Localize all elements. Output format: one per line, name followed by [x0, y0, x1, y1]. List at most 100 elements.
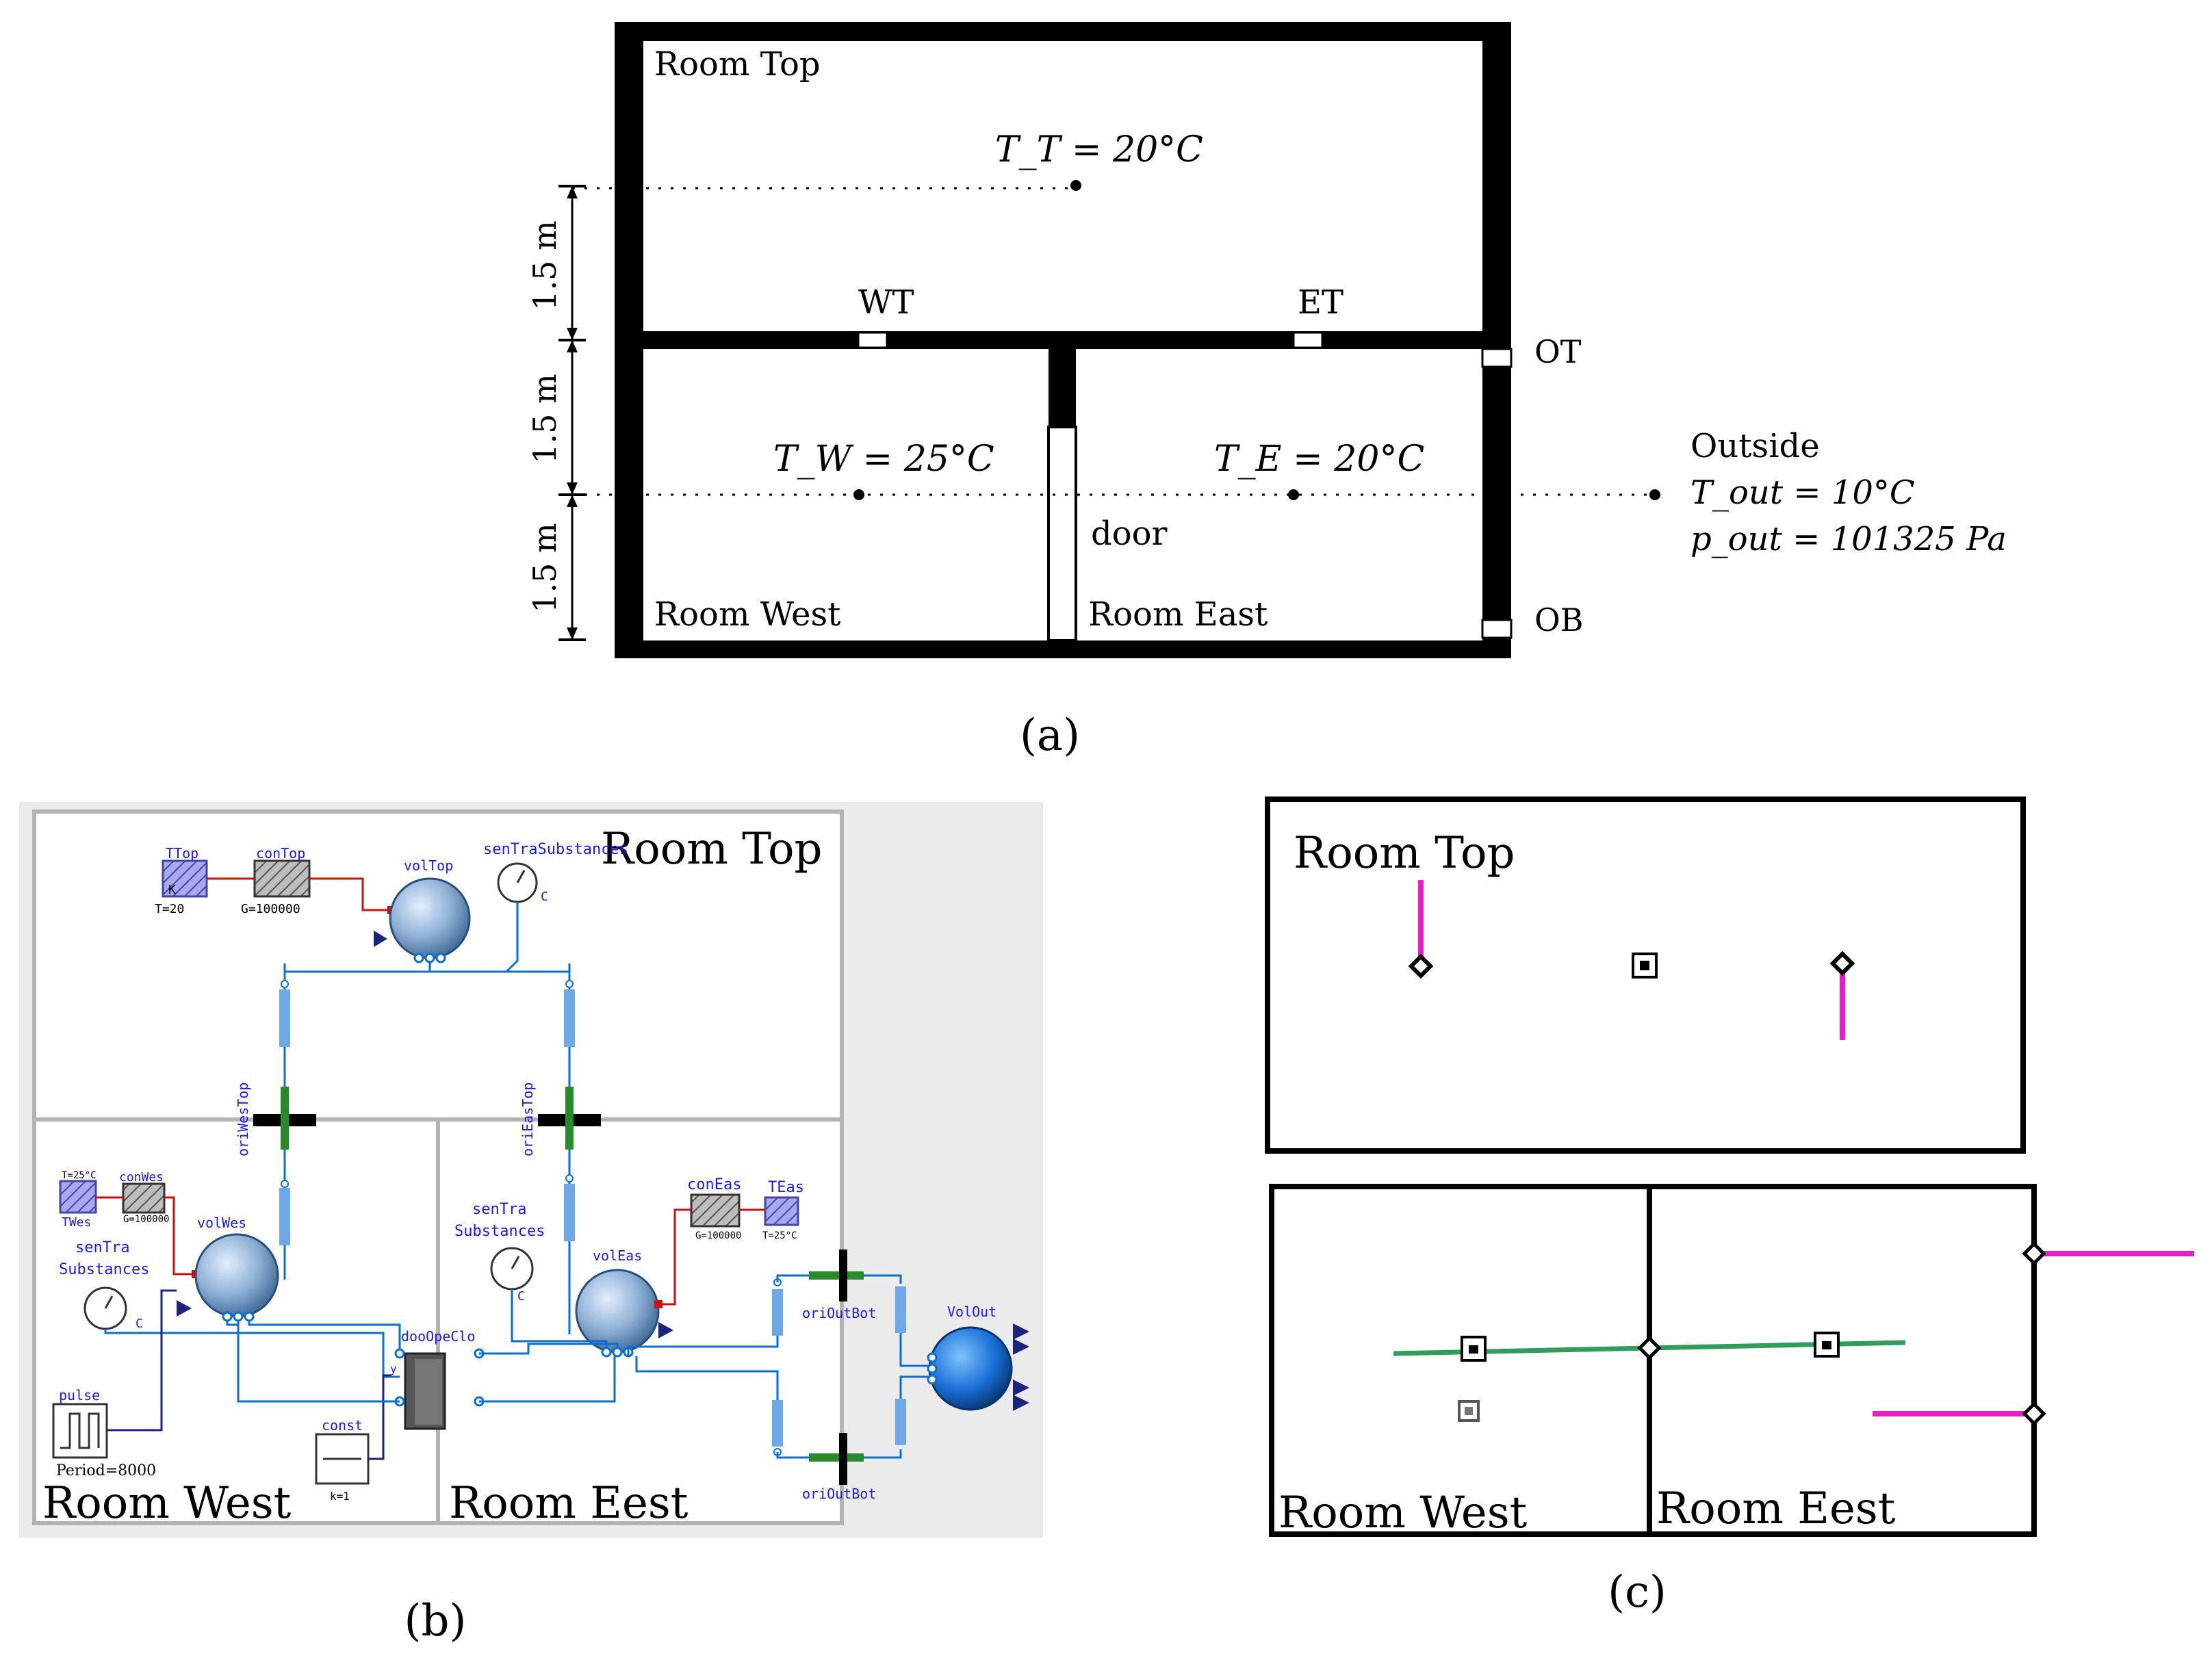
fluid-port	[435, 953, 446, 963]
signal-line	[368, 1374, 391, 1460]
panel-a: 1.5 m 1.5 m 1.5 m Room Top Room West Roo…	[526, 22, 2007, 761]
oriwestop-label: oriWesTop	[235, 1083, 251, 1156]
pipe	[283, 963, 571, 973]
door-label: dooOpeClo	[401, 1328, 475, 1345]
point-outside	[1649, 489, 1660, 500]
teas-source	[764, 1196, 799, 1226]
sentra-east-label-1: senTra	[472, 1201, 526, 1218]
orioutbot-bottom-label: oriOutBot	[802, 1486, 876, 1502]
triangle-icon	[374, 931, 387, 947]
label-ob: OB	[1534, 601, 1584, 638]
fluid-port	[565, 1174, 574, 1182]
fluid-port	[601, 1347, 612, 1358]
twes-source	[59, 1180, 97, 1214]
const-label: const	[322, 1417, 363, 1434]
c-probe-marker	[2022, 1401, 2046, 1426]
label-ot: OT	[1534, 333, 1582, 370]
pipe	[505, 902, 519, 973]
label-door: door	[1091, 515, 1168, 553]
fluid-port	[233, 1311, 244, 1322]
label-t-west: T_W = 25°C	[773, 439, 994, 480]
c-sensor-core	[1465, 1407, 1473, 1415]
fluid-port	[927, 1363, 938, 1374]
fluid-port	[281, 1180, 289, 1188]
label-room-east: Room East	[1088, 595, 1268, 634]
conwes-label: conWes	[119, 1170, 164, 1184]
c-lower-frame	[1269, 1184, 2037, 1537]
sentra-west-label-2: Substances	[59, 1261, 149, 1278]
pipe	[226, 1321, 238, 1326]
pipe	[899, 1375, 929, 1399]
heat-connection	[164, 1196, 196, 1275]
signal-line	[107, 1289, 177, 1432]
pipe-segment	[279, 1188, 290, 1245]
pipe	[104, 1321, 240, 1334]
voleas-label: volEas	[593, 1247, 642, 1264]
fluid-port	[927, 1352, 938, 1363]
voltop-volume	[389, 877, 471, 959]
fluid-port	[222, 1311, 233, 1322]
triangle-icon	[658, 1322, 673, 1338]
twes-label: TWes	[62, 1215, 91, 1230]
orifice-east-top-green	[565, 1087, 574, 1150]
pulse-label: pulse	[59, 1387, 100, 1403]
door-y-label: y	[390, 1362, 397, 1375]
opening-wt	[857, 331, 888, 349]
dim-label-mid: 1.5 m	[526, 374, 563, 463]
orioutbot-bottom-green	[809, 1453, 864, 1462]
pipe-segment	[279, 989, 290, 1047]
c-sensor-marker	[1461, 1336, 1487, 1362]
ttop-k: K	[168, 883, 176, 897]
pipe	[237, 1333, 400, 1403]
pipe-segment	[564, 989, 575, 1047]
arrow-icon	[567, 495, 578, 507]
triangle-icon	[1013, 1379, 1029, 1396]
b-label-room-west: Room West	[42, 1478, 292, 1529]
arrow-icon	[567, 340, 578, 352]
label-outside: Outside	[1690, 427, 1820, 465]
teas-param: T=25°C	[762, 1230, 797, 1241]
heat-port	[654, 1300, 663, 1308]
c-sensor-core	[1469, 1345, 1478, 1353]
opening-ot	[1481, 348, 1513, 368]
heat-connection	[663, 1208, 691, 1306]
wall-bottom	[615, 640, 1511, 658]
const-k: k=1	[330, 1490, 350, 1503]
c-sensor-core	[1640, 961, 1649, 970]
pipe-segment	[772, 1289, 783, 1336]
c-flow-line-west	[1393, 1345, 1650, 1356]
point-east	[1288, 489, 1299, 500]
pipe	[248, 1321, 401, 1355]
label-room-top: Room Top	[654, 45, 821, 83]
orioutbot-top-label: oriOutBot	[802, 1305, 876, 1321]
c-label-room-top: Room Top	[1294, 828, 1515, 879]
heat-connection	[309, 877, 391, 911]
triangle-icon	[1013, 1338, 1029, 1355]
dim-label-top: 1.5 m	[526, 220, 563, 310]
contop-conductor	[253, 859, 311, 898]
gauge-needle	[104, 1295, 114, 1309]
b-label-room-east: Room Eest	[449, 1478, 689, 1529]
pipe	[238, 1332, 400, 1378]
ttop-param: T=20	[155, 902, 184, 916]
opening-ob	[1481, 619, 1513, 639]
point-top	[1070, 180, 1081, 191]
c-door-marker	[1637, 1336, 1662, 1360]
label-t-out: T_out = 10°C	[1690, 474, 1915, 512]
orioutbot-bottom	[839, 1433, 847, 1485]
caption-c: (c)	[1608, 1567, 1667, 1618]
sentra-top-unit: C	[541, 890, 548, 904]
pipe	[479, 1343, 619, 1355]
twes-param: T=25°C	[62, 1170, 97, 1181]
orifice-west-top-green	[281, 1087, 289, 1150]
triangle-icon	[1013, 1395, 1029, 1411]
sentra-east-unit: C	[517, 1289, 525, 1304]
partition-wall	[1049, 331, 1076, 427]
pipe-segment	[895, 1286, 906, 1333]
ttop-source	[162, 859, 208, 898]
c-flow-line-east	[1649, 1340, 1906, 1351]
c-label-room-east: Room Eest	[1656, 1484, 1896, 1534]
volout-label: VolOut	[947, 1304, 996, 1320]
arrow-icon	[567, 627, 578, 640]
c-probe-marker	[1408, 953, 1434, 979]
